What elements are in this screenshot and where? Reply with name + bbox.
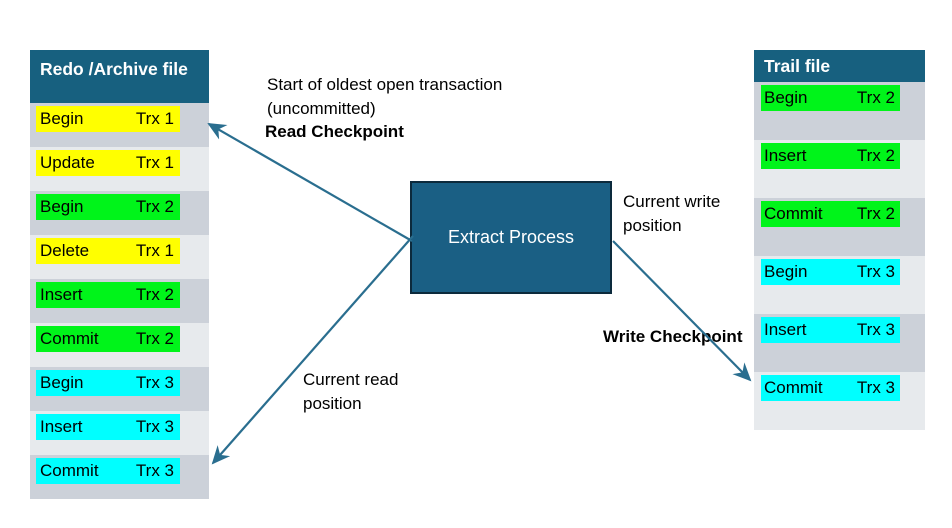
trail-file-row: Begin Trx 2 (754, 82, 925, 140)
redo-archive-file-row-transaction: Trx 2 (135, 285, 174, 304)
redo-archive-file-row-transaction: Trx 2 (135, 197, 174, 216)
redo-archive-file-row-operation: Insert (40, 285, 83, 304)
trail-file-row-highlight: Commit Trx 2 (761, 201, 900, 227)
redo-archive-file-row-highlight: Begin Trx 2 (36, 194, 180, 220)
trail-file-header: Trail file (754, 50, 925, 82)
redo-archive-file-row-operation: Delete (40, 241, 90, 260)
annotation-current-read-position: Current read position (303, 370, 399, 413)
trail-file-row-highlight: Insert Trx 2 (761, 143, 900, 169)
annotation-read-checkpoint: Read Checkpoint (265, 122, 404, 141)
trail-file-row-highlight: Begin Trx 3 (761, 259, 900, 285)
redo-archive-file-row: Begin Trx 2 (30, 191, 209, 235)
redo-archive-file-row: Update Trx 1 (30, 147, 209, 191)
trail-file-row-operation: Begin (764, 88, 808, 107)
redo-archive-file-row: Delete Trx 1 (30, 235, 209, 279)
trail-file-title: Trail file (764, 56, 831, 76)
redo-archive-file-row-operation: Update (40, 153, 95, 172)
redo-archive-file-row-transaction: Trx 2 (135, 329, 174, 348)
redo-archive-file-row: Begin Trx 1 (30, 103, 209, 147)
extract-process-label: Extract Process (447, 227, 575, 247)
trail-file-row-transaction: Trx 3 (856, 262, 895, 281)
redo-archive-file-row-highlight: Begin Trx 3 (36, 370, 180, 396)
trail-file-row: Insert Trx 2 (754, 140, 925, 198)
redo-archive-file-row-transaction: Trx 1 (135, 241, 174, 260)
trail-file-row-highlight: Commit Trx 3 (761, 375, 900, 401)
redo-archive-file-row: Insert Trx 3 (30, 411, 209, 455)
redo-archive-file-row-operation: Begin (40, 373, 84, 392)
trail-file-row: Begin Trx 3 (754, 256, 925, 314)
extract-process-box[interactable]: Extract Process (410, 181, 612, 294)
redo-archive-file-row-operation: Begin (40, 109, 84, 128)
redo-archive-file-row: Commit Trx 2 (30, 323, 209, 367)
redo-archive-file-row-highlight: Delete Trx 1 (36, 238, 180, 264)
annotation-write-checkpoint: Write Checkpoint (603, 327, 743, 346)
annotation-read-title: Start of oldest open transaction (uncomm… (267, 75, 503, 118)
redo-archive-file-row-operation: Commit (40, 461, 99, 480)
trail-file-row-operation: Insert (764, 320, 807, 339)
redo-archive-file-row-highlight: Insert Trx 3 (36, 414, 180, 440)
redo-archive-file-row-operation: Commit (40, 329, 99, 348)
redo-archive-file-row-transaction: Trx 3 (135, 417, 174, 436)
trail-file-row-transaction: Trx 3 (856, 378, 895, 397)
redo-archive-file-row-highlight: Update Trx 1 (36, 150, 180, 176)
trail-file-row-transaction: Trx 2 (856, 88, 895, 107)
trail-file-row-operation: Begin (764, 262, 808, 281)
redo-archive-file-title: Redo /Archive file (40, 59, 188, 79)
redo-archive-file-row-transaction: Trx 1 (135, 109, 174, 128)
redo-archive-file-row: Insert Trx 2 (30, 279, 209, 323)
trail-file-row: Insert Trx 3 (754, 314, 925, 372)
trail-file-row: Commit Trx 3 (754, 372, 925, 430)
arrow-write-checkpoint (612, 240, 752, 382)
redo-archive-file-header: Redo /Archive file (30, 50, 209, 103)
redo-archive-file-row-operation: Insert (40, 417, 83, 436)
redo-archive-file-row-highlight: Begin Trx 1 (36, 106, 180, 132)
redo-archive-file-row: Begin Trx 3 (30, 367, 209, 411)
trail-file-row: Commit Trx 2 (754, 198, 925, 256)
annotation-current-write-position: Current write position (623, 192, 721, 235)
redo-archive-file-row-transaction: Trx 3 (135, 461, 174, 480)
redo-archive-file-row-highlight: Commit Trx 2 (36, 326, 180, 352)
trail-file-row-operation: Insert (764, 146, 807, 165)
redo-archive-file-row-transaction: Trx 1 (135, 153, 174, 172)
arrow-current-read-position (211, 235, 414, 465)
redo-archive-file-row-operation: Begin (40, 197, 84, 216)
trail-file-row-operation: Commit (764, 204, 823, 223)
redo-archive-file-row-transaction: Trx 3 (135, 373, 174, 392)
trail-file-row-transaction: Trx 2 (856, 204, 895, 223)
trail-file-row-transaction: Trx 3 (856, 320, 895, 339)
redo-archive-file-row: Commit Trx 3 (30, 455, 209, 499)
trail-file-row-transaction: Trx 2 (856, 146, 895, 165)
redo-archive-file-row-highlight: Commit Trx 3 (36, 458, 180, 484)
trail-file-row-highlight: Insert Trx 3 (761, 317, 900, 343)
redo-archive-file-row-highlight: Insert Trx 2 (36, 282, 180, 308)
trail-file-row-highlight: Begin Trx 2 (761, 85, 900, 111)
trail-file-row-operation: Commit (764, 378, 823, 397)
